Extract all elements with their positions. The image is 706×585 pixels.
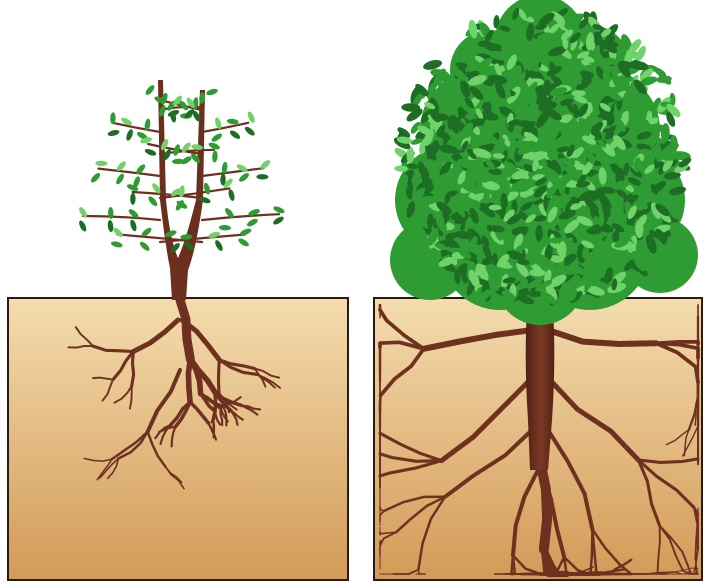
- branch: [83, 216, 160, 220]
- leaf: [205, 88, 218, 97]
- branch: [114, 123, 160, 132]
- leaf: [227, 118, 240, 125]
- leaf: [115, 172, 126, 185]
- leaf: [95, 161, 107, 167]
- leaf: [212, 150, 218, 162]
- leaf: [107, 129, 120, 137]
- leaf: [144, 84, 156, 97]
- root-segment: [219, 360, 220, 393]
- leaf: [138, 240, 151, 252]
- leaf: [147, 195, 159, 208]
- branch: [202, 123, 248, 132]
- leaf: [583, 65, 597, 71]
- branch: [98, 169, 160, 176]
- branch: [202, 168, 264, 176]
- soil-block-left: [8, 298, 348, 580]
- leaf: [219, 225, 231, 231]
- leaf: [89, 172, 101, 184]
- leaf: [110, 240, 123, 248]
- young-tree-panel: [8, 80, 348, 580]
- mature-tree-panel: [374, 0, 702, 580]
- leaf: [112, 226, 124, 238]
- leaf: [229, 129, 242, 140]
- leaf: [144, 148, 157, 157]
- root-segment: [188, 359, 190, 402]
- leaf: [238, 172, 251, 184]
- leaf: [125, 128, 134, 141]
- leaf: [272, 215, 285, 226]
- mature-tree-canopy: [390, 0, 698, 325]
- leaf: [237, 237, 250, 248]
- leaf: [210, 132, 223, 143]
- leaf: [214, 239, 225, 252]
- leaf: [107, 220, 114, 233]
- leaf: [129, 219, 138, 232]
- branch: [202, 214, 279, 220]
- root-segment: [132, 352, 134, 387]
- leaf: [615, 196, 624, 215]
- leaf: [243, 125, 256, 137]
- leaf: [78, 219, 88, 232]
- leaf: [478, 41, 492, 47]
- leaf: [130, 193, 136, 205]
- leaf: [227, 189, 235, 202]
- leaf: [571, 90, 585, 96]
- leaf: [256, 174, 268, 180]
- leaf: [246, 217, 259, 228]
